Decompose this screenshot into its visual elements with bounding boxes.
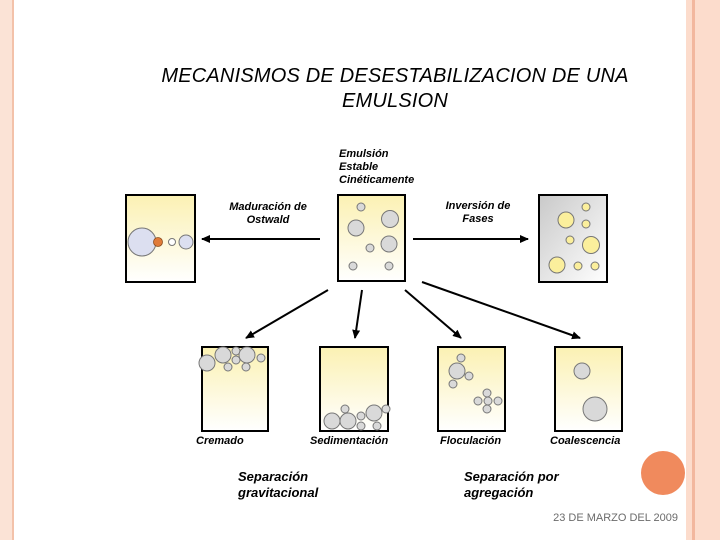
group-gravitational-line-2: gravitacional bbox=[238, 485, 319, 500]
arrow-to-sedimentacion bbox=[352, 289, 363, 339]
arrow-to-cremado bbox=[245, 289, 329, 339]
arrow-to-floculacion bbox=[404, 289, 462, 339]
caption-coalescencia: Coalescencia bbox=[550, 435, 621, 447]
group-aggregation: Separación por agregación bbox=[464, 469, 559, 501]
ostwald-label-line-1: Maduración de bbox=[229, 201, 307, 213]
stable-label-line-1: Emulsión bbox=[339, 148, 389, 160]
slide-title: MECANISMOS DE DESESTABILIZACION DE UNA E… bbox=[140, 64, 650, 114]
slide-date: 23 DE MARZO DEL 2009 bbox=[553, 512, 678, 524]
inversion-container bbox=[538, 194, 608, 283]
right-decor-stripe bbox=[686, 0, 720, 540]
left-decor-line bbox=[12, 0, 14, 540]
left-decor-stripe bbox=[0, 0, 12, 540]
cremado-container bbox=[198, 346, 269, 432]
inversion-label-line-2: Fases bbox=[462, 213, 494, 225]
sedimentacion-container bbox=[319, 346, 391, 432]
inversion-label: Inversión de Fases bbox=[430, 200, 526, 226]
group-aggregation-line-1: Separación por bbox=[464, 469, 559, 484]
ostwald-large-droplet bbox=[127, 227, 157, 257]
title-line-2: EMULSION bbox=[341, 90, 449, 112]
ostwald-label-line-2: Ostwald bbox=[246, 214, 290, 226]
caption-cremado: Cremado bbox=[196, 435, 244, 447]
group-gravitational: Separación gravitacional bbox=[238, 469, 318, 501]
floculacion-container bbox=[437, 346, 506, 432]
arrow-to-coalescencia bbox=[421, 281, 581, 340]
caption-floculacion: Floculación bbox=[440, 435, 502, 447]
caption-sedimentacion: Sedimentación bbox=[310, 435, 389, 447]
stable-emulsion-label: Emulsión Estable Cinéticamente bbox=[339, 148, 414, 187]
group-aggregation-line-2: agregación bbox=[464, 485, 534, 500]
stable-label-line-2: Estable bbox=[339, 161, 379, 173]
title-line-1: MECANISMOS DE DESESTABILIZACION DE UNA bbox=[161, 65, 629, 87]
right-decor-line bbox=[692, 0, 695, 540]
ostwald-medium-droplet bbox=[178, 234, 194, 250]
ostwald-label: Maduración de Ostwald bbox=[220, 201, 316, 227]
ostwald-container bbox=[125, 194, 196, 283]
ostwald-orange-droplet bbox=[153, 237, 163, 247]
coalescencia-container bbox=[554, 346, 623, 432]
decorative-orange-circle bbox=[641, 451, 685, 495]
inversion-label-line-1: Inversión de bbox=[445, 200, 511, 212]
group-gravitational-line-1: Separación bbox=[238, 469, 309, 484]
stable-emulsion-container bbox=[337, 194, 406, 282]
stable-label-line-3: Cinéticamente bbox=[339, 174, 415, 186]
ostwald-small-droplet bbox=[168, 238, 176, 246]
